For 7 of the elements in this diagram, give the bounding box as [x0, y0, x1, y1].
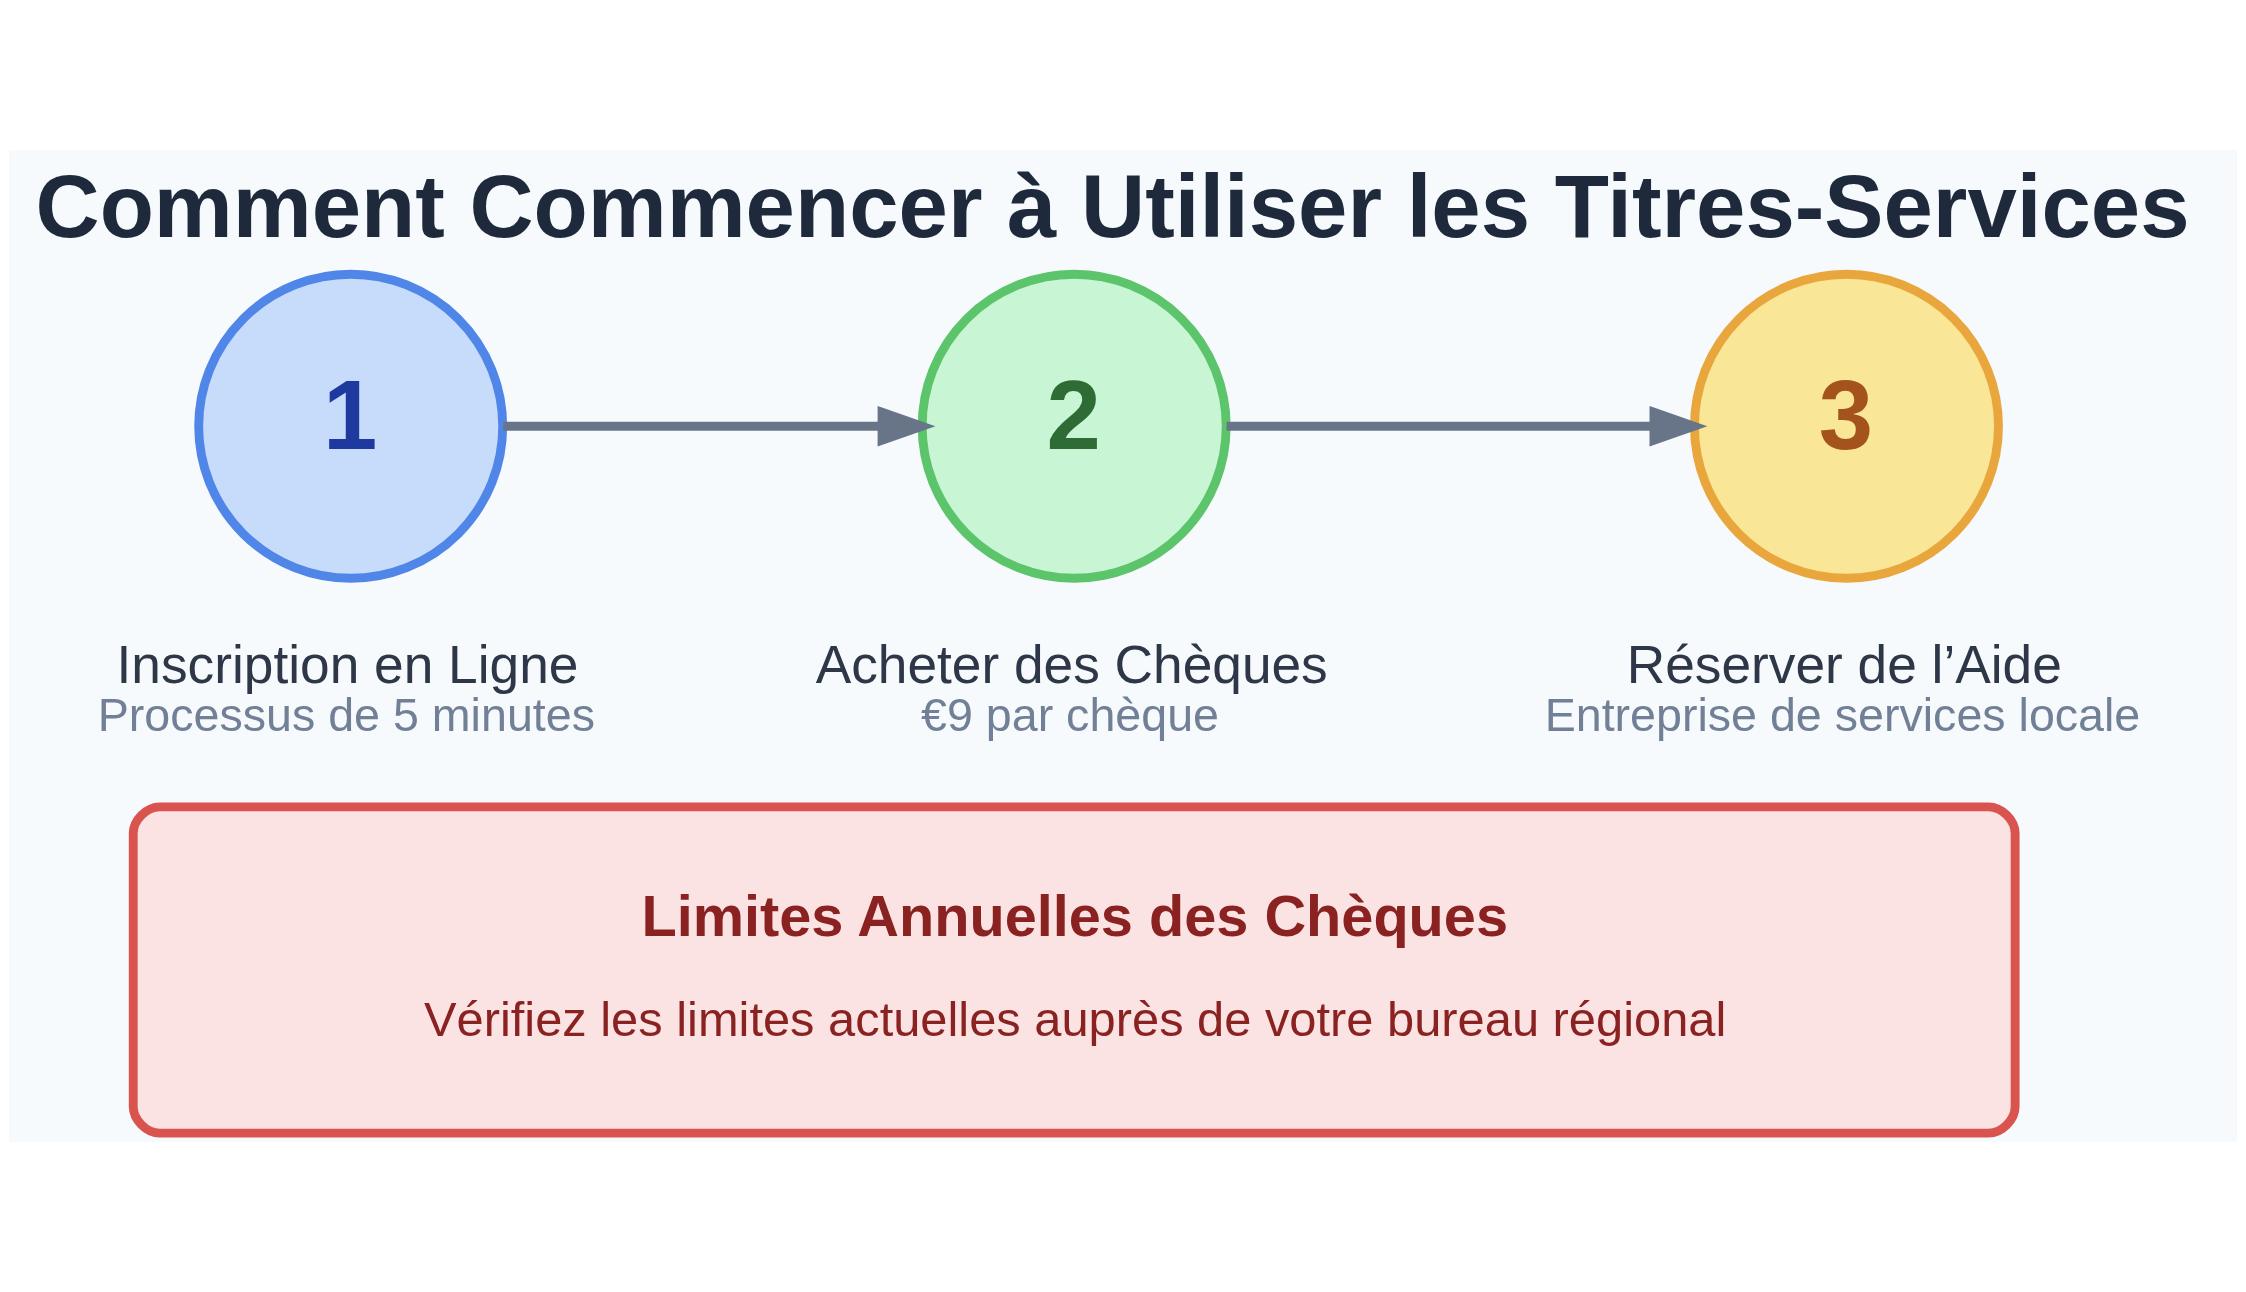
node-circle: 2 [917, 269, 1231, 583]
diagram-title: Comment Commencer à Utiliser les Titres-Services [35, 156, 2190, 256]
node-circle: 3 [1690, 269, 2003, 583]
arrow [503, 406, 936, 447]
node-circle: 1 [194, 269, 508, 583]
node-box: Limites Annuelles des Chèques Vérifiez les limites actuelles auprès de votre bureau régional [128, 802, 2020, 1138]
arrow [1226, 406, 1708, 447]
